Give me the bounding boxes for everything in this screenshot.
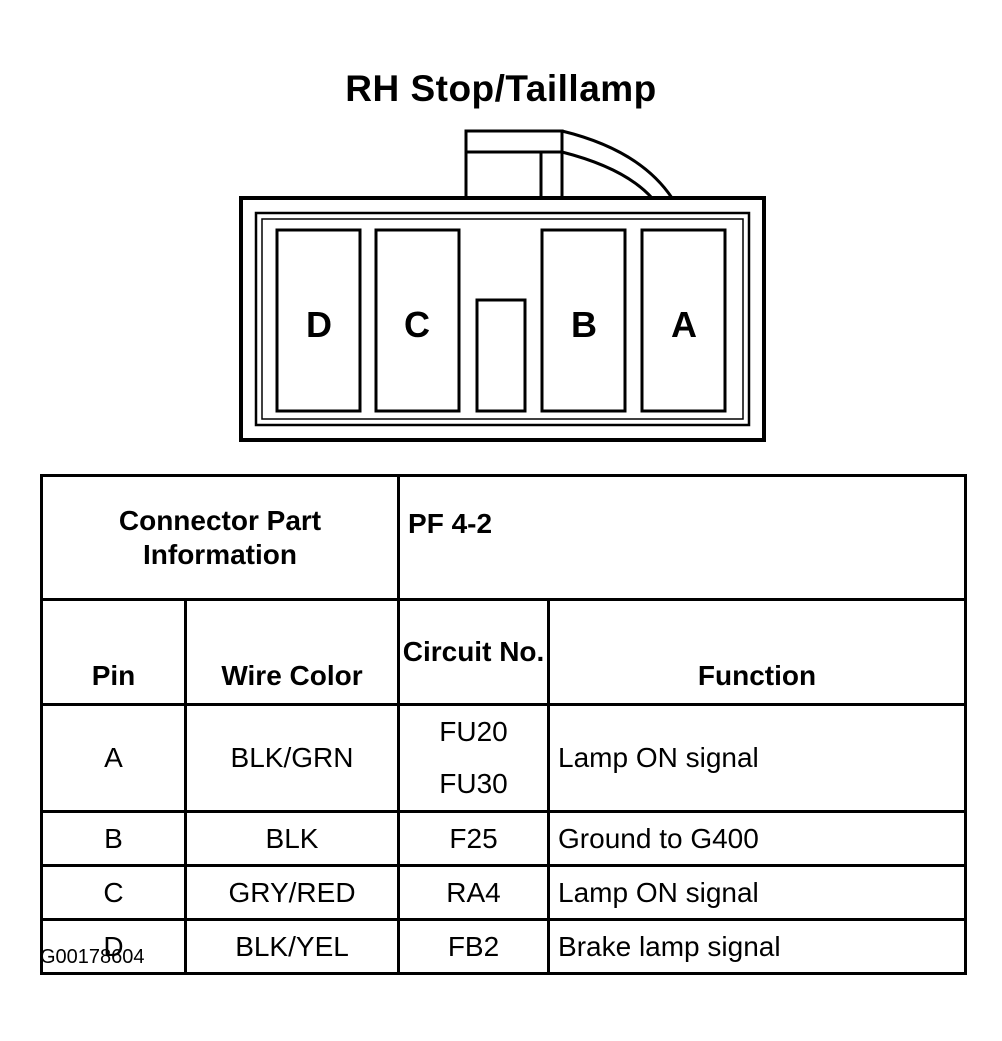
header-function: Function xyxy=(547,598,968,706)
pin-cell: D xyxy=(40,918,187,975)
header-wire-color: Wire Color xyxy=(183,598,401,706)
connector-pin-table: Connector Part Information PF 4-2 Pin Wi… xyxy=(39,474,968,975)
table-row: C GRY/RED RA4 Lamp ON signal xyxy=(40,864,968,921)
header-circuit-no: Circuit No. xyxy=(397,598,551,706)
table-row: B BLK F25 Ground to G400 xyxy=(40,810,968,867)
figure-id: G00178604 xyxy=(40,946,145,968)
circuit-cell: FB2 xyxy=(397,918,551,975)
circuit-number: FU20 xyxy=(439,716,508,747)
pin-cavity-c xyxy=(374,228,461,413)
function-cell: Brake lamp signal xyxy=(547,918,968,975)
table-header-row: Pin Wire Color Circuit No. Function xyxy=(40,598,968,706)
circuit-cell: RA4 xyxy=(397,864,551,921)
function-cell: Lamp ON signal xyxy=(547,864,968,921)
header-pin: Pin xyxy=(40,598,187,706)
connector-info-row: Connector Part Information PF 4-2 xyxy=(39,474,968,601)
diagram-title: RH Stop/Taillamp xyxy=(345,68,657,109)
connector-diagram: D C B A xyxy=(239,129,766,442)
pin-cell: C xyxy=(40,864,187,921)
pin-label-d: D xyxy=(306,304,332,345)
wire-color-cell: GRY/RED xyxy=(183,864,401,921)
pin-label-b: B xyxy=(571,304,597,345)
table-row: D BLK/YEL FB2 Brake lamp signal xyxy=(40,918,968,975)
key-slot xyxy=(475,298,527,413)
connector-body xyxy=(239,196,766,442)
wire-color-cell: BLK/YEL xyxy=(183,918,401,975)
table-row: A BLK/GRN FU20 FU30 Lamp ON signal xyxy=(40,703,968,813)
pin-cell: A xyxy=(40,703,187,813)
function-cell: Lamp ON signal xyxy=(547,703,968,813)
circuit-cell: F25 xyxy=(397,810,551,867)
wire-color-cell: BLK xyxy=(183,810,401,867)
pin-label-c: C xyxy=(404,304,430,345)
pin-cavity-b xyxy=(540,228,627,413)
pin-cell: B xyxy=(40,810,187,867)
connector-info-label: Connector Part Information xyxy=(39,474,401,601)
wire-color-cell: BLK/GRN xyxy=(183,703,401,813)
pin-cavity-d xyxy=(275,228,362,413)
connector-info-value: PF 4-2 xyxy=(397,474,968,601)
function-cell: Ground to G400 xyxy=(547,810,968,867)
pin-cavity-a xyxy=(640,228,727,413)
pin-label-a: A xyxy=(671,304,697,345)
connector-lock-tab xyxy=(464,129,674,200)
circuit-cell: FU20 FU30 xyxy=(397,703,551,813)
circuit-number: FU30 xyxy=(439,768,508,799)
